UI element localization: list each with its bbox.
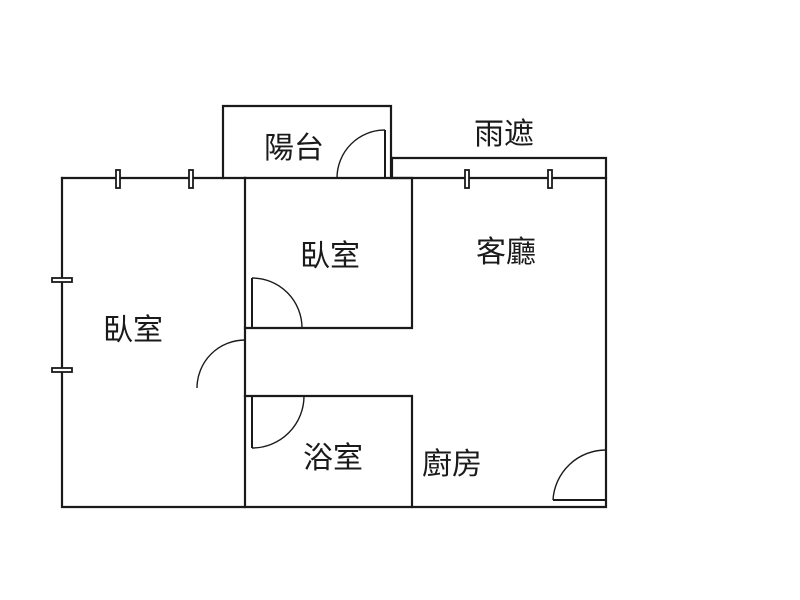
window-marks (51, 169, 553, 373)
balcony-door (336, 129, 386, 179)
balcony-label: 陽台 (264, 131, 324, 166)
bedroom-small-label: 臥室 (300, 239, 360, 274)
canopy-label: 雨遮 (474, 117, 534, 152)
living-room-label: 客廳 (476, 235, 536, 270)
kitchen-label: 廚房 (422, 447, 482, 482)
bathroom-door (251, 395, 305, 449)
bathroom-label: 浴室 (303, 441, 363, 476)
large-bedroom-door (196, 339, 246, 390)
entrance-door (552, 449, 607, 501)
bedroom-large-label: 臥室 (103, 313, 163, 348)
outer-walls (60, 104, 608, 509)
small-bedroom-door (251, 277, 303, 329)
